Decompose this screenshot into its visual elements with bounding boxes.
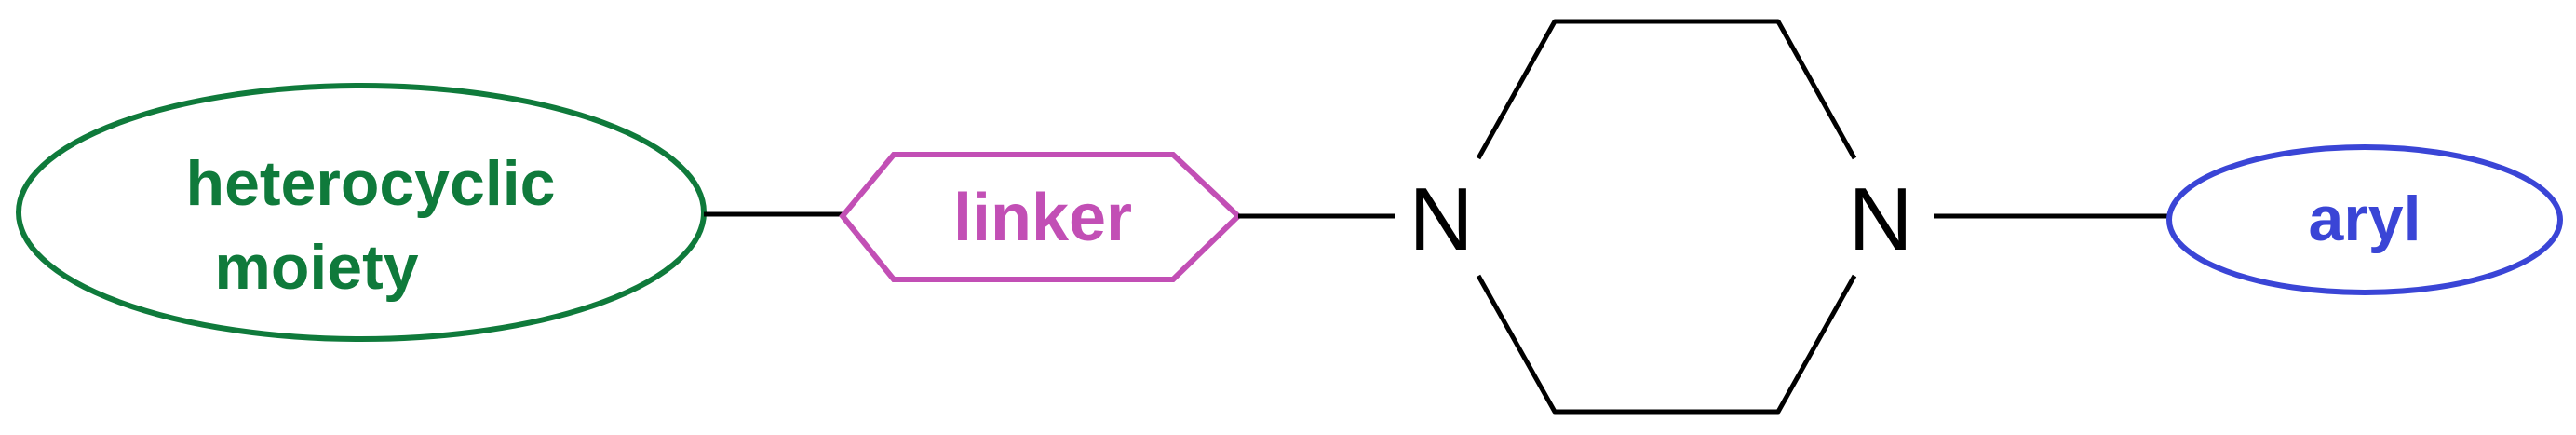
ring-nitrogen-right: N — [1848, 170, 1912, 269]
ring-bonds-bottom — [1476, 274, 1857, 415]
aryl-label: aryl — [2309, 184, 2421, 254]
ring-bonds-top — [1476, 19, 1857, 160]
aryl-ellipse — [2166, 144, 2563, 295]
piperazine-ring: N N — [1409, 19, 1913, 415]
linker-node: linker — [839, 152, 1243, 282]
linker-label: linker — [953, 181, 1132, 255]
ring-nitrogen-left: N — [1409, 170, 1473, 269]
aryl-node: aryl — [2166, 144, 2563, 295]
heterocyclic-moiety-node: heterocyclic moiety — [16, 83, 707, 342]
heterocyclic-moiety-label-line1: heterocyclic — [186, 148, 556, 219]
heterocyclic-moiety-label-line2: moiety — [214, 232, 418, 303]
